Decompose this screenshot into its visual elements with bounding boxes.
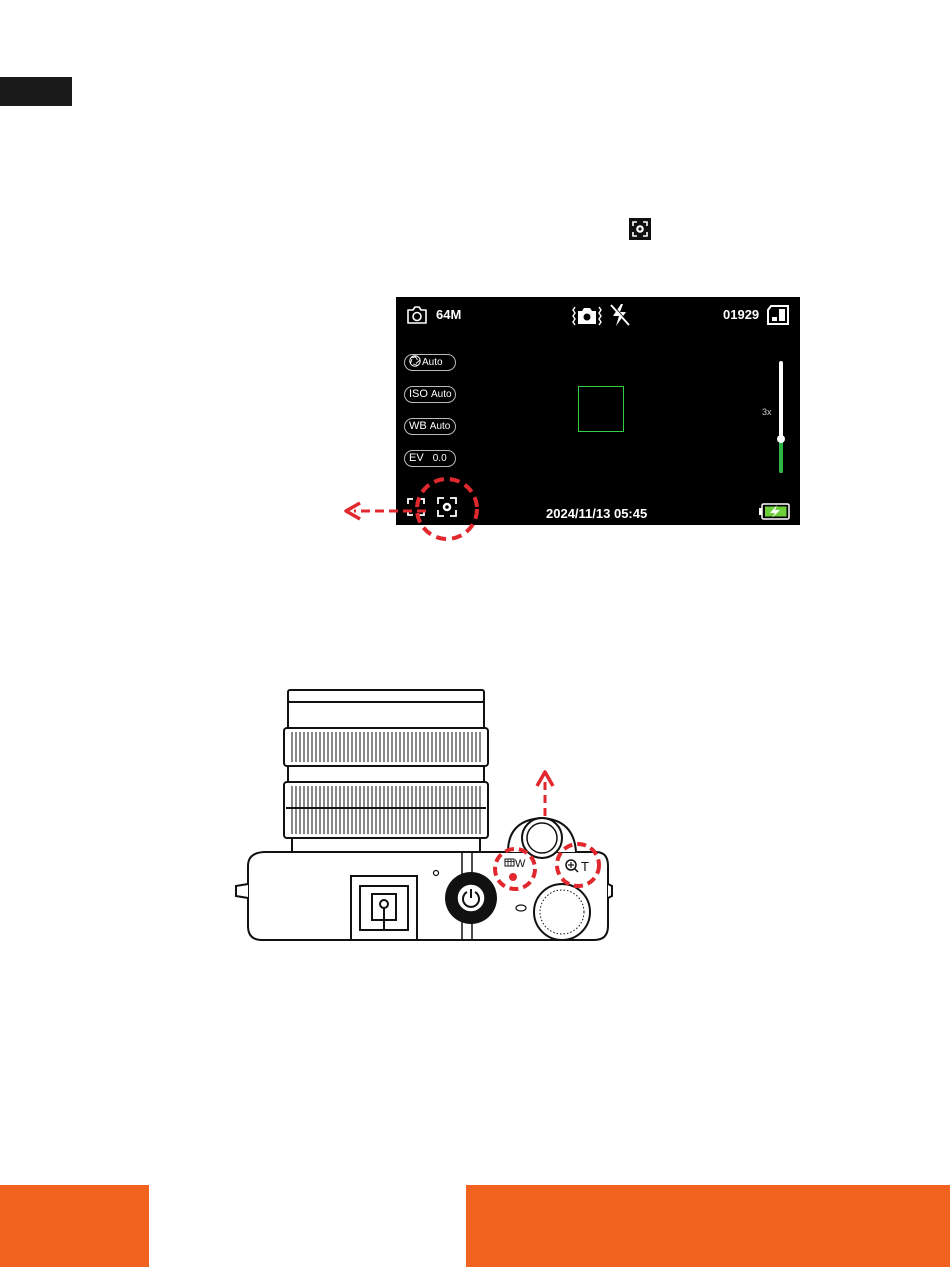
wide-label: W [515, 858, 526, 870]
mode-dial [534, 884, 590, 940]
footer-bar-right [466, 1185, 950, 1267]
focus-highlight [417, 479, 477, 539]
hot-shoe [351, 876, 417, 940]
tele-label: T [581, 859, 589, 874]
camera-diagram: W T [0, 0, 950, 1180]
lens [284, 690, 488, 852]
shutter-button [508, 818, 576, 858]
footer-bar-left [0, 1185, 149, 1267]
